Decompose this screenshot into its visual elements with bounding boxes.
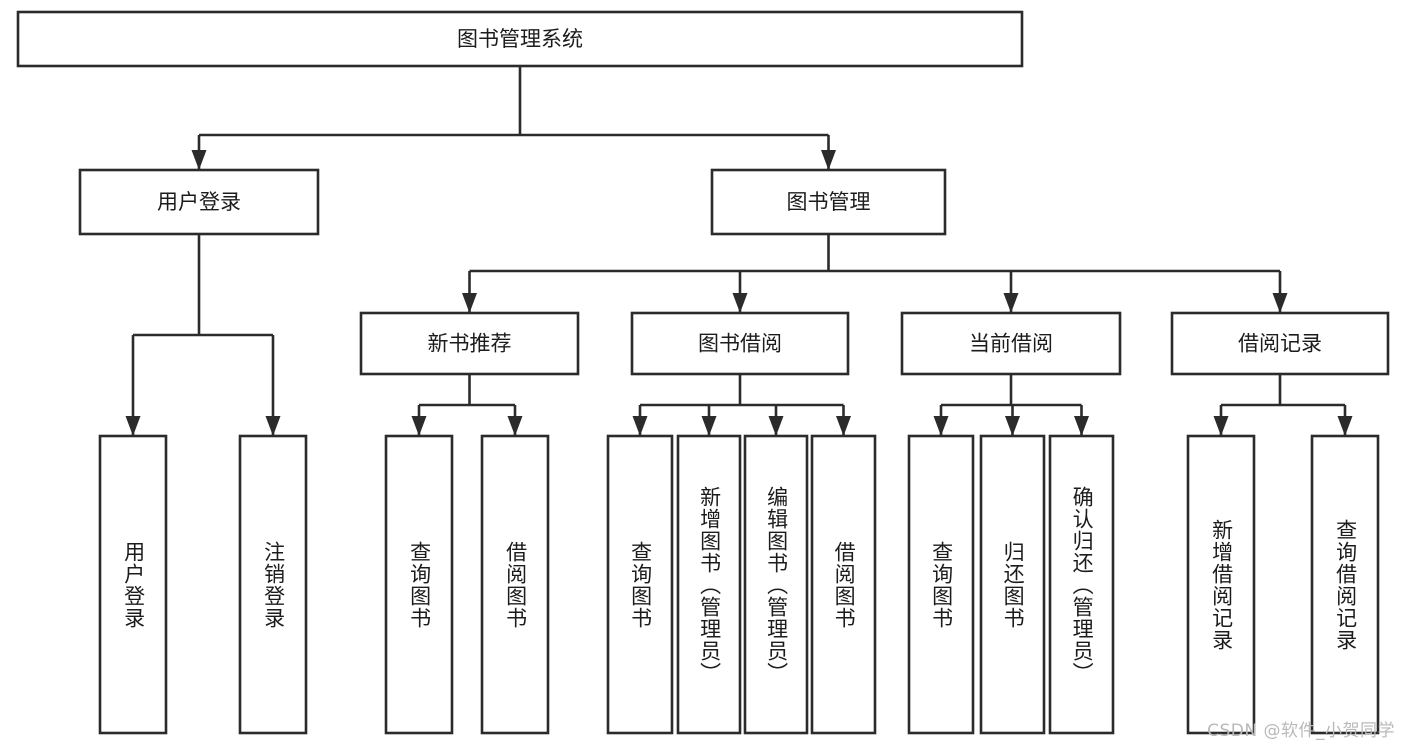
arrow-head-icon [1003, 293, 1019, 313]
node-leaf-借阅图书[interactable] [480, 434, 550, 735]
arrow-head-icon [191, 150, 207, 170]
arrow-head-icon [1213, 416, 1229, 436]
node-level2-新书推荐[interactable]: 新书推荐 [359, 311, 580, 376]
watermark-text: CSDN @软件_小贺同学 [1207, 721, 1395, 741]
node-label: 新书推荐 [428, 332, 512, 356]
node-box [359, 311, 580, 376]
arrow-head-icon [701, 416, 717, 436]
node-leaf-查询图书[interactable] [907, 434, 975, 735]
node-level2-当前借阅[interactable]: 当前借阅 [900, 311, 1122, 376]
node-root-图书管理系统[interactable]: 图书管理系统 [16, 10, 1024, 68]
node-box [238, 434, 308, 735]
node-box [810, 434, 877, 735]
arrow-head-icon [265, 416, 281, 436]
node-level2-借阅记录[interactable]: 借阅记录 [1170, 311, 1390, 376]
node-box [606, 434, 674, 735]
node-box [384, 434, 454, 735]
node-leaf-借阅图书[interactable] [810, 434, 877, 735]
node-leaf-新增图书管理员[interactable] [676, 434, 742, 735]
node-label: 图书管理 [787, 190, 871, 214]
arrow-head-icon [1337, 416, 1353, 436]
node-box [480, 434, 550, 735]
arrow-head-icon [507, 416, 523, 436]
node-box [1048, 434, 1115, 735]
arrow-head-icon [821, 150, 836, 170]
node-leaf-查询图书[interactable] [384, 434, 454, 735]
node-box [16, 10, 1024, 68]
node-level1-图书管理[interactable]: 图书管理 [710, 168, 947, 236]
node-box [1186, 434, 1256, 735]
node-leaf-归还图书[interactable] [979, 434, 1046, 735]
arrow-head-icon [632, 416, 648, 436]
node-level1-用户登录[interactable]: 用户登录 [78, 168, 320, 236]
node-box [900, 311, 1122, 376]
node-box [979, 434, 1046, 735]
arrow-head-icon [1074, 416, 1089, 436]
arrow-head-icon [462, 293, 477, 313]
arrow-head-icon [1272, 293, 1288, 313]
node-leaf-注销登录[interactable] [238, 434, 308, 735]
node-level2-图书借阅[interactable]: 图书借阅 [630, 311, 850, 376]
node-box [1170, 311, 1390, 376]
arrow-head-icon [411, 416, 427, 436]
node-label: 当前借阅 [969, 332, 1053, 356]
arrow-head-icon [836, 416, 851, 436]
node-box [676, 434, 742, 735]
node-box [78, 168, 320, 236]
node-box [98, 434, 168, 735]
arrow-head-icon [1005, 416, 1020, 436]
node-label: 图书借阅 [698, 332, 782, 356]
node-box [630, 311, 850, 376]
node-box [907, 434, 975, 735]
node-label: 借阅记录 [1238, 332, 1322, 356]
arrow-head-icon [933, 416, 949, 436]
node-leaf-编辑图书管理员[interactable] [743, 434, 809, 735]
node-leaf-确认归还管理员[interactable] [1048, 434, 1115, 735]
arrow-head-icon [768, 416, 784, 436]
node-leaf-查询借阅记录[interactable] [1310, 434, 1380, 735]
arrow-head-icon [732, 293, 748, 313]
node-leaf-新增借阅记录[interactable] [1186, 434, 1256, 735]
node-box [710, 168, 947, 236]
arrow-head-icon [125, 416, 141, 436]
node-label: 图书管理系统 [457, 27, 583, 51]
node-box [743, 434, 809, 735]
node-leaf-用户登录[interactable] [98, 434, 168, 735]
node-label: 用户登录 [157, 190, 241, 214]
node-leaf-查询图书[interactable] [606, 434, 674, 735]
node-box [1310, 434, 1380, 735]
